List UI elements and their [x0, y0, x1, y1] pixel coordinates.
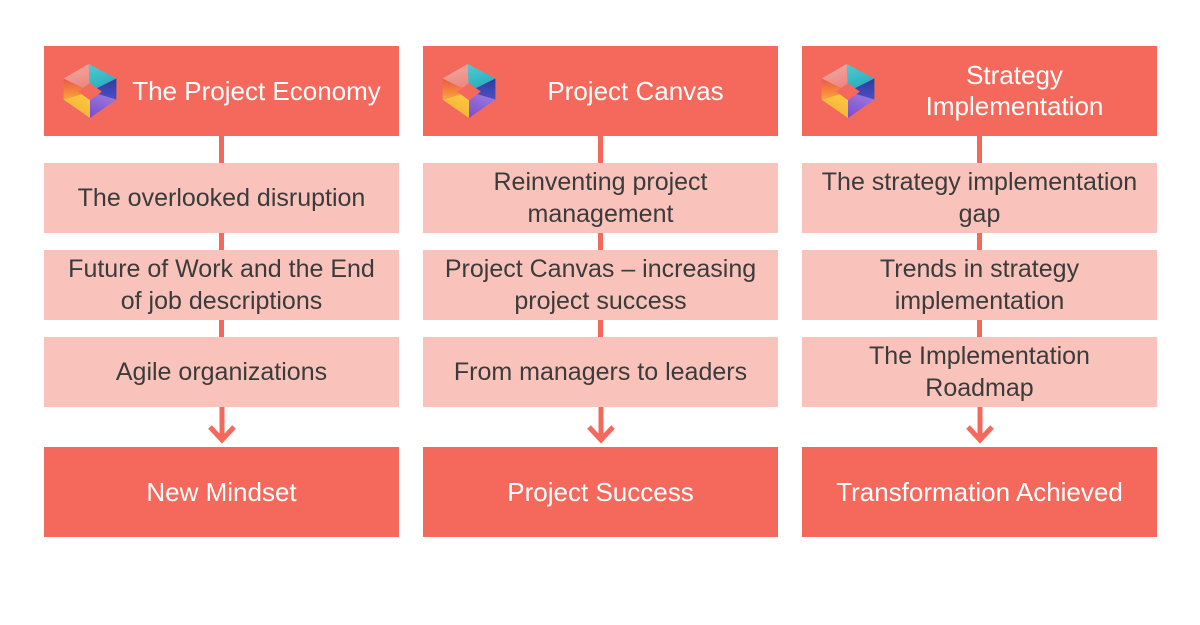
step-box: Project Canvas – increasing project succ… — [423, 250, 778, 320]
step-box: Trends in strategy implementation — [802, 250, 1157, 320]
step-box: The Implementation Roadmap — [802, 337, 1157, 407]
connector-line — [219, 233, 224, 250]
flow-column-project-canvas: Project Canvas Reinventing project manag… — [423, 46, 778, 537]
step-box: From managers to leaders — [423, 337, 778, 407]
step-box: Agile organizations — [44, 337, 399, 407]
column-header-box: Project Canvas — [423, 46, 778, 136]
connector-line — [977, 233, 982, 250]
connector-line — [598, 320, 603, 337]
connector-line — [977, 320, 982, 337]
column-header-label: Project Canvas — [547, 75, 724, 106]
hexagon-cube-logo-icon — [435, 58, 503, 124]
hexagon-cube-logo-icon — [56, 58, 124, 124]
connector-line — [219, 136, 224, 163]
column-header-box: Strategy Implementation — [802, 46, 1157, 136]
connector-line — [598, 136, 603, 163]
outcome-box: New Mindset — [44, 447, 399, 537]
column-header-label: The Project Economy — [132, 75, 381, 106]
down-arrow-icon — [962, 407, 998, 447]
step-box: Reinventing project management — [423, 163, 778, 233]
outcome-box: Project Success — [423, 447, 778, 537]
flowchart-diagram: The Project Economy The overlooked disru… — [44, 46, 1157, 537]
connector-line — [598, 233, 603, 250]
connector-line — [977, 136, 982, 163]
step-box: The overlooked disruption — [44, 163, 399, 233]
down-arrow-icon — [204, 407, 240, 447]
flow-column-strategy-implementation: Strategy Implementation The strategy imp… — [802, 46, 1157, 537]
hexagon-cube-logo-icon — [814, 58, 882, 124]
down-arrow-icon — [583, 407, 619, 447]
column-header-box: The Project Economy — [44, 46, 399, 136]
column-header-label: Strategy Implementation — [925, 60, 1104, 121]
outcome-box: Transformation Achieved — [802, 447, 1157, 537]
step-box: The strategy implementation gap — [802, 163, 1157, 233]
connector-line — [219, 320, 224, 337]
flow-column-project-economy: The Project Economy The overlooked disru… — [44, 46, 399, 537]
step-box: Future of Work and the End of job descri… — [44, 250, 399, 320]
